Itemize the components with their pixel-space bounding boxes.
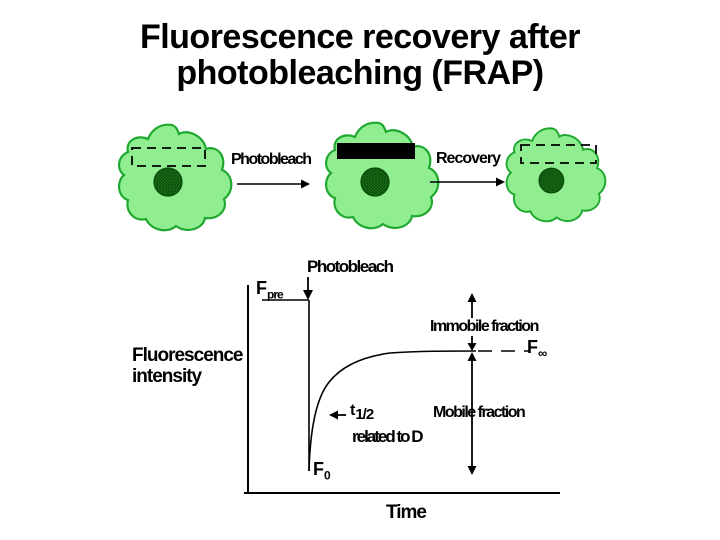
recovery-step-label: Recovery (436, 150, 501, 167)
related-to-d-label: related to D (352, 427, 424, 446)
f-zero-label: F0 (313, 459, 331, 482)
f-inf-base: F (527, 337, 538, 357)
cell-before (117, 123, 233, 232)
t-half-label: t1/2 (350, 402, 374, 423)
f-zero-base: F (313, 459, 324, 479)
t-half-base: t (350, 402, 356, 419)
t-half-arrowhead-left-icon (329, 410, 338, 420)
immobile-arrowhead-down-icon (467, 343, 477, 351)
slide-title: Fluorescence recovery after photobleachi… (0, 18, 720, 92)
slide-title-line2: photobleaching (FRAP) (176, 53, 544, 92)
recovery-curve (308, 350, 477, 472)
recovery-arrowhead-icon (496, 177, 505, 187)
bleach-region-outline-recovered (520, 144, 597, 164)
y-axis-label: Fluorescence intensity (132, 345, 243, 388)
bleach-region-outline-before (131, 147, 206, 167)
mobile-fraction-label: Mobile fraction (433, 404, 526, 421)
cell-bleached (324, 121, 440, 230)
immobile-fraction-label: Immobile fraction (430, 318, 539, 335)
photobleach-arrowhead-icon (301, 179, 310, 189)
f-zero-sub: 0 (324, 468, 331, 483)
graph-photobleach-label: Photobleach (307, 257, 394, 276)
t-half-sub: 1/2 (355, 406, 374, 424)
mobile-arrowhead-up-icon (467, 352, 477, 361)
f-pre-label: Fpre (256, 278, 284, 301)
photobleach-step-label: Photobleach (231, 151, 312, 168)
cell-recovered (505, 127, 607, 223)
f-inf-label: F∞ (527, 337, 547, 360)
graph-bleach-arrowhead-icon (303, 290, 313, 300)
x-axis-label: Time (386, 502, 427, 523)
bleached-bar (337, 143, 415, 159)
f-pre-base: F (256, 278, 267, 298)
cell-recovered-nucleus (538, 167, 565, 194)
f-inf-sub: ∞ (538, 345, 548, 361)
y-axis-label-line1: Fluorescence (132, 345, 243, 366)
mobile-arrowhead-down-icon (467, 466, 477, 475)
immobile-arrowhead-up-icon (467, 293, 477, 302)
cell-before-nucleus (153, 167, 183, 197)
y-axis-label-line2: intensity (132, 366, 202, 388)
slide-title-line1: Fluorescence recovery after (139, 18, 581, 56)
cell-bleached-nucleus (360, 167, 390, 197)
f-pre-sub: pre (267, 287, 284, 302)
